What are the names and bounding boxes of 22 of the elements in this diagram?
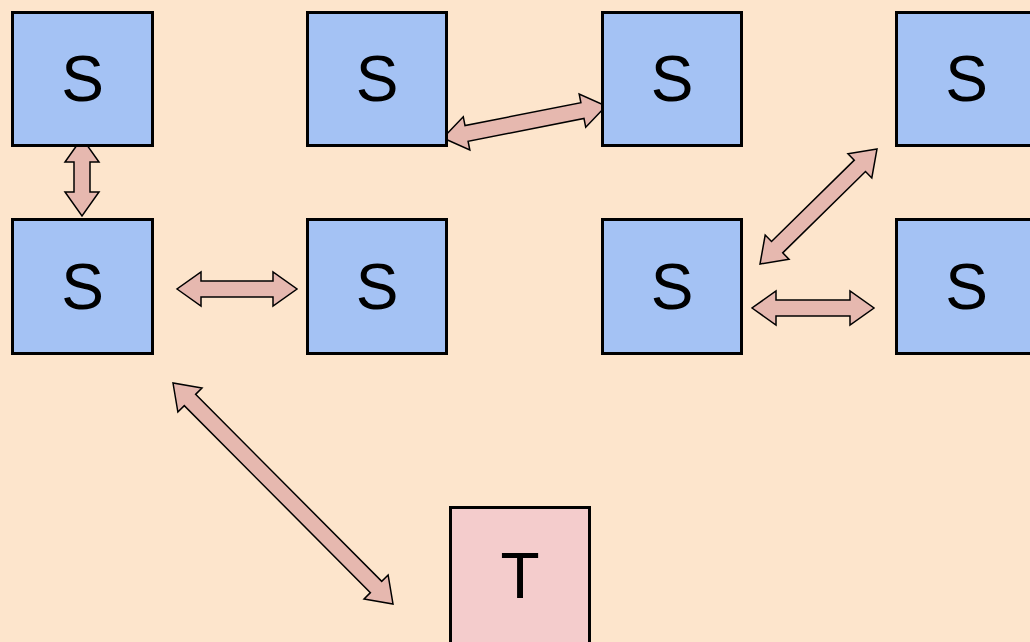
box-letter: S (650, 254, 694, 319)
double-arrow (172, 382, 394, 605)
double-arrow (759, 148, 878, 265)
box-letter: T (500, 544, 540, 608)
box-letter: S (945, 254, 988, 319)
square-box (11, 11, 154, 147)
box-letter: S (650, 47, 694, 111)
square-box (895, 218, 1030, 355)
square-box (601, 218, 743, 355)
box-letter: S (945, 47, 988, 111)
square-box (306, 11, 448, 147)
square-box (11, 218, 154, 355)
box-letter: S (355, 47, 399, 111)
box-letter: S (355, 254, 399, 319)
square-box (306, 218, 448, 355)
square-box (449, 506, 591, 642)
square-box (601, 11, 743, 147)
square-box (895, 11, 1030, 147)
box-letter: S (61, 47, 104, 111)
double-arrow (175, 270, 299, 308)
box-letter: S (61, 254, 104, 319)
double-arrow (750, 289, 876, 327)
